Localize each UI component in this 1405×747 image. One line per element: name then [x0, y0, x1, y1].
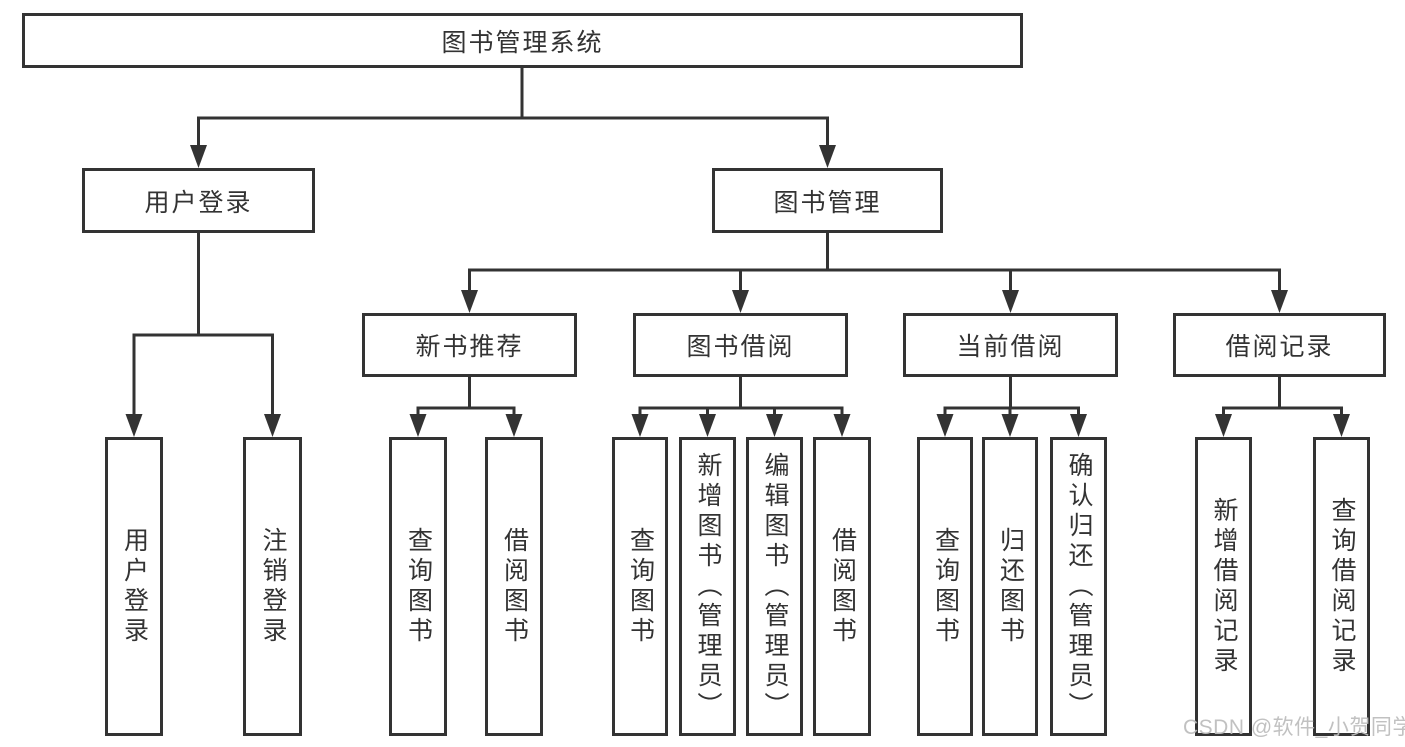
node-user-login: 用户登录	[82, 168, 315, 233]
node-records-add-record: 新增借阅记录	[1195, 437, 1252, 736]
node-borrowing-add-books-admin: 新增图书（管理员）	[679, 437, 736, 736]
node-current-query-books-label: 查询图书	[931, 526, 960, 647]
edge-root-to-level2	[197, 66, 829, 148]
node-current-return-books-label: 归还图书	[996, 526, 1025, 647]
node-borrowing-query-books: 查询图书	[612, 437, 668, 736]
node-current-return-books: 归还图书	[982, 437, 1038, 736]
node-user-login-label: 用户登录	[144, 188, 253, 217]
node-newbook-borrow-books-label: 借阅图书	[500, 526, 529, 647]
csdn-watermark: CSDN @软件_小贺同学	[1183, 716, 1405, 739]
node-new-book-recommendation: 新书推荐	[362, 313, 577, 377]
node-records-add-record-label: 新增借阅记录	[1210, 496, 1238, 677]
node-borrowing-records: 借阅记录	[1173, 313, 1386, 377]
node-new-book-recommendation-label: 新书推荐	[415, 333, 524, 361]
node-book-borrowing-label: 图书借阅	[686, 333, 795, 361]
node-current-confirm-return-admin: 确认归还（管理员）	[1050, 437, 1107, 736]
node-records-query-record: 查询借阅记录	[1313, 437, 1370, 736]
node-current-confirm-return-admin-label: 确认归还（管理员）	[1065, 451, 1093, 722]
node-current-borrowing: 当前借阅	[903, 313, 1118, 377]
node-newbook-borrow-books: 借阅图书	[485, 437, 543, 736]
node-current-query-books: 查询图书	[917, 437, 973, 736]
arrowheads	[125, 145, 1350, 437]
node-book-management-label: 图书管理	[773, 188, 882, 217]
node-book-management: 图书管理	[712, 168, 943, 233]
edge-userlogin-to-leaves	[132, 231, 274, 417]
node-borrowing-edit-books-admin-label: 编辑图书（管理员）	[761, 451, 789, 722]
edge-bookmgmt-to-level3	[468, 231, 1281, 293]
node-leaf-user-login: 用户登录	[105, 437, 163, 736]
node-borrowing-query-books-label: 查询图书	[626, 526, 655, 647]
node-book-borrowing: 图书借阅	[633, 313, 848, 377]
node-newbook-query-books: 查询图书	[389, 437, 447, 736]
node-leaf-user-login-label: 用户登录	[120, 526, 149, 647]
edge-borrowrecords-to-leaves	[1222, 375, 1343, 419]
edge-bookborrow-to-leaves	[638, 375, 844, 419]
node-records-query-record-label: 查询借阅记录	[1328, 496, 1356, 677]
node-borrowing-edit-books-admin: 编辑图书（管理员）	[746, 437, 803, 736]
node-root-label: 图书管理系统	[441, 28, 604, 57]
node-borrowing-records-label: 借阅记录	[1225, 333, 1334, 361]
node-borrowing-borrow-books: 借阅图书	[813, 437, 871, 736]
node-borrowing-add-books-admin-label: 新增图书（管理员）	[694, 451, 722, 722]
edge-newbookrec-to-leaves	[416, 375, 516, 419]
node-current-borrowing-label: 当前借阅	[956, 333, 1065, 361]
node-leaf-logout: 注销登录	[243, 437, 302, 736]
node-root-system: 图书管理系统	[22, 13, 1023, 68]
edge-currentborrow-to-leaves	[943, 375, 1080, 419]
node-leaf-logout-label: 注销登录	[259, 526, 287, 647]
node-newbook-query-books-label: 查询图书	[404, 526, 433, 647]
node-borrowing-borrow-books-label: 借阅图书	[828, 526, 857, 647]
